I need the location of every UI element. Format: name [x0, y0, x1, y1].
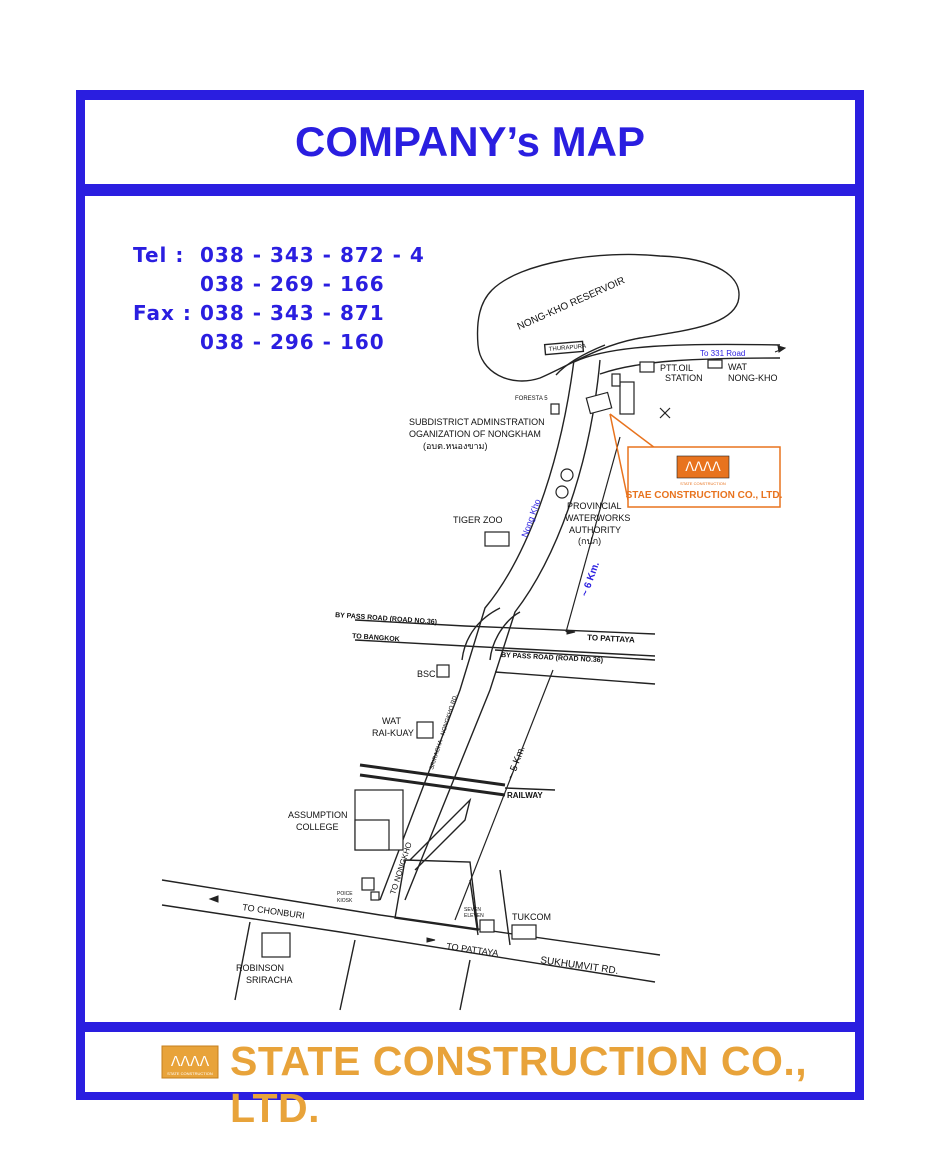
thurapura-box	[543, 340, 585, 356]
label-sriracha-road: SRIRACHA - NONGKHO RD.	[429, 693, 459, 770]
label-assumption-2: COLLEGE	[296, 822, 339, 832]
label-waterworks-2: WATERWORKS	[565, 513, 630, 523]
label-bypass-top: BY PASS ROAD (ROAD NO.36)	[335, 612, 437, 626]
label-tukcom: TUKCOM	[512, 912, 551, 922]
bsc-building	[436, 664, 450, 678]
label-ptt-2: STATION	[665, 373, 703, 383]
main-road-left-edge	[379, 359, 575, 901]
svg-text:ᐱᐱᐱᐱ: ᐱᐱᐱᐱ	[171, 1053, 210, 1069]
bypass-bottom-edge-1	[494, 649, 656, 661]
tiger-zoo-building	[484, 531, 510, 547]
railway-line-2	[359, 773, 506, 797]
callout-logo-mark: ᐱᐱᐱᐱ	[685, 459, 721, 474]
railway-line-1	[359, 763, 506, 787]
fax-number-2: 038 - 296 - 160	[200, 330, 385, 354]
label-foresta: FORESTA 5	[515, 396, 548, 402]
label-logo-caption: STATE CONSTRUCTION	[680, 481, 726, 486]
page-title: COMPANY’s MAP	[294, 118, 646, 165]
company-building	[585, 391, 613, 415]
footer-panel: ᐱᐱᐱᐱ STATE CONSTRUCTION STATE CONSTRUCTI…	[85, 1032, 855, 1131]
fax-label: Fax :	[133, 301, 192, 325]
label-wat-nongkho-1: WAT	[728, 362, 747, 372]
label-waterworks-4: (กปภ)	[578, 536, 601, 546]
footer-company-name: STATE CONSTRUCTION CO., LTD.	[230, 1038, 808, 1131]
road-to-331-bottom	[599, 357, 781, 375]
wat-raikuay-building	[416, 721, 434, 739]
sukhumvit-bottom-edge	[161, 904, 656, 983]
footer-logo-caption: STATE CONSTRUCTION	[167, 1071, 213, 1076]
label-sukhumvit: SUKHUMVIT RD.	[540, 955, 619, 977]
distance-5-line	[454, 669, 554, 921]
label-waterworks-1: PROVINCIAL	[567, 501, 622, 511]
label-bypass-bottom: BY PASS ROAD (ROAD NO.36)	[501, 652, 603, 664]
bypass-top-edge-1	[354, 619, 656, 635]
wat-nongkho-box	[707, 359, 723, 369]
label-to-bangkok: TO BANGKOK	[352, 633, 400, 643]
tel-number-1: 038 - 343 - 872 - 4	[200, 243, 425, 267]
label-distance-5: ~ 5 Km.	[505, 745, 527, 781]
callout-logo	[676, 455, 730, 479]
road-to-331-top	[573, 343, 781, 363]
label-ptt-1: PTT.OIL	[660, 363, 693, 373]
seven-eleven-box	[479, 919, 495, 933]
label-subdistrict-1: SUBDISTRICT ADMINSTRATION	[409, 417, 545, 427]
label-reservoir: NONG-KHO RESERVOIR	[516, 275, 627, 332]
water-tank-1	[560, 468, 574, 482]
foresta-box	[550, 403, 560, 415]
police-kiosk	[370, 891, 380, 901]
label-thurapura: THURAPURA	[549, 344, 587, 353]
label-subdistrict-3: (อบต.หนองขาม)	[423, 441, 487, 451]
water-tank-2	[555, 485, 569, 499]
label-bsc: BSC	[417, 669, 436, 679]
label-wat-nongkho-2: NONG-KHO	[728, 373, 778, 383]
bypass-bottom-edge-2	[494, 671, 656, 685]
label-wat-raikuay-1: WAT	[382, 716, 401, 726]
label-tiger-zoo: TIGER ZOO	[453, 515, 503, 525]
label-robinson-2: SRIRACHA	[246, 975, 293, 985]
sukhumvit-top-edge	[161, 879, 661, 956]
label-nong-kho: Nong Kho	[519, 498, 542, 539]
label-wat-raikuay-2: RAI-KUAY	[372, 728, 414, 738]
distance-6-line	[565, 436, 621, 633]
title-panel: COMPANY’s MAP	[85, 100, 855, 184]
label-assumption-1: ASSUMPTION	[288, 810, 348, 820]
label-subdistrict-2: OGANIZATION OF NONGKHAM	[409, 429, 541, 439]
label-to-331: To 331 Road	[700, 349, 745, 358]
label-railway: RAILWAY	[507, 791, 543, 800]
tukcom-building	[511, 924, 537, 940]
label-police-2: KIOSK	[337, 898, 353, 904]
reservoir-shape	[476, 253, 740, 382]
tel-number-2: 038 - 269 - 166	[200, 272, 385, 296]
tel-label: Tel :	[133, 243, 185, 267]
label-seven-eleven-2: ELEVEN	[464, 913, 484, 919]
label-to-pattaya-1: TO PATTAYA	[587, 633, 635, 644]
label-distance-6: ~ 6 Km.	[579, 560, 602, 598]
robinson-building	[261, 932, 291, 958]
ptt-station	[639, 361, 655, 373]
label-seven-eleven-1: SEVEN	[464, 907, 481, 913]
label-to-pattaya-2: TO PATTAYA	[446, 941, 499, 958]
label-robinson-1: ROBINSON	[236, 963, 284, 973]
label-company-callout: STAE CONSTRUCTION CO., LTD.	[626, 490, 783, 501]
company-logo: ᐱᐱᐱᐱ STATE CONSTRUCTION	[161, 1045, 219, 1079]
fax-number-1: 038 - 343 - 871	[200, 301, 385, 325]
label-waterworks-3: AUTHORITY	[569, 525, 621, 535]
label-police-1: POICE	[337, 891, 353, 897]
